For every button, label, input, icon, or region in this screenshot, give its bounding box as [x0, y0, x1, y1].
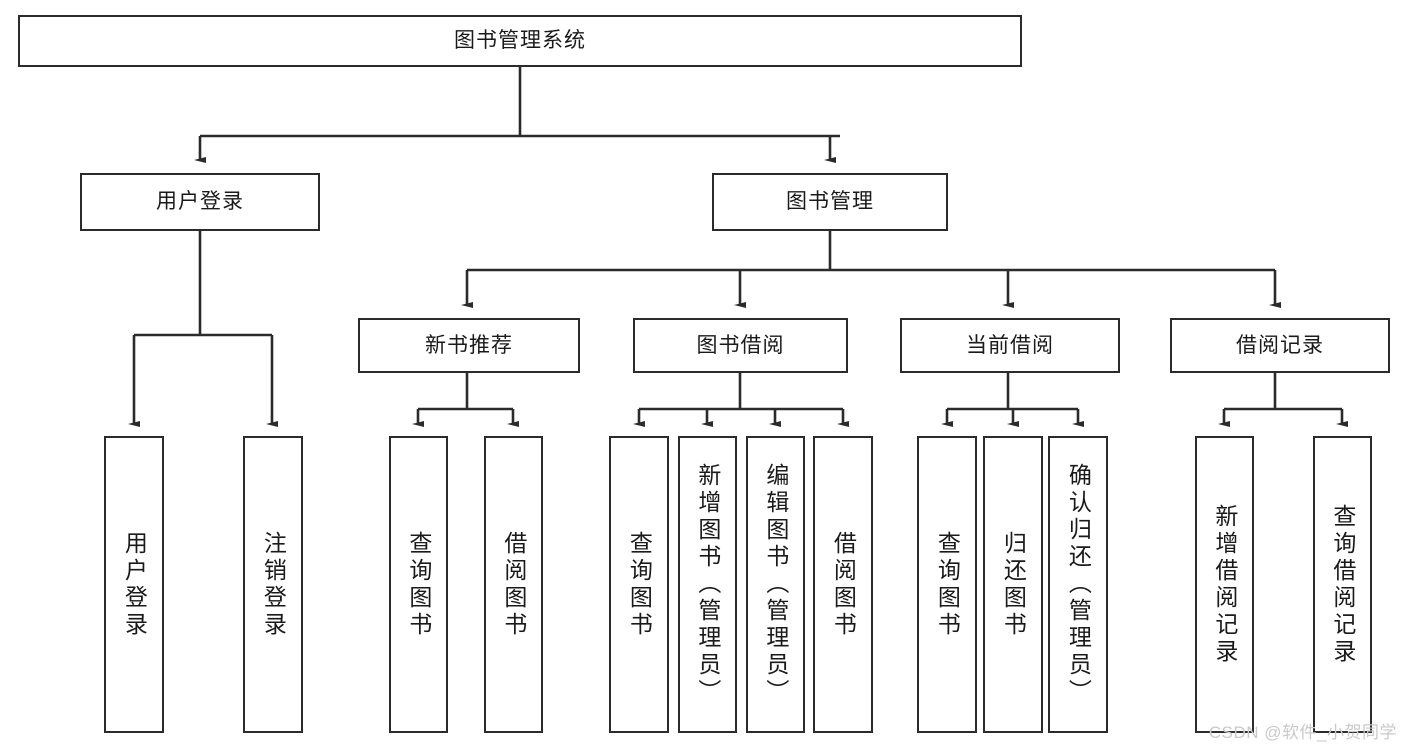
node-label: 新书推荐 — [425, 333, 513, 357]
node-label: 注销登录 — [260, 530, 287, 639]
leaf-add-borrow-record[interactable]: 新增借阅记录 — [1195, 436, 1254, 733]
leaf-add-book-admin[interactable]: 新增图书（管理员） — [678, 436, 737, 733]
node-label: 用户登录 — [156, 190, 244, 214]
node-label: 确认归还（管理员） — [1065, 463, 1092, 706]
node-label: 借阅记录 — [1236, 333, 1324, 357]
leaf-user-login[interactable]: 用户登录 — [104, 436, 164, 733]
node-label: 图书管理系统 — [454, 29, 586, 53]
node-book-borrow[interactable]: 图书借阅 — [633, 318, 848, 373]
node-borrow-record[interactable]: 借阅记录 — [1170, 318, 1390, 373]
node-label: 用户登录 — [121, 530, 148, 639]
leaf-logout[interactable]: 注销登录 — [243, 436, 303, 733]
node-label: 查询借阅记录 — [1329, 503, 1356, 666]
node-label: 图书借阅 — [696, 333, 785, 357]
node-root-library-system[interactable]: 图书管理系统 — [18, 15, 1022, 67]
node-current-borrow[interactable]: 当前借阅 — [900, 318, 1120, 373]
node-label: 新增借阅记录 — [1211, 503, 1238, 666]
node-user-login[interactable]: 用户登录 — [80, 173, 320, 231]
watermark-text: CSDN @软件_小贺同学 — [1208, 723, 1397, 742]
leaf-query-book-recommend[interactable]: 查询图书 — [389, 436, 448, 733]
node-book-management[interactable]: 图书管理 — [712, 173, 948, 231]
node-label: 借阅图书 — [830, 530, 857, 639]
leaf-edit-book-admin[interactable]: 编辑图书（管理员） — [746, 436, 805, 733]
leaf-query-borrow-record[interactable]: 查询借阅记录 — [1313, 436, 1372, 733]
node-label: 图书管理 — [786, 190, 874, 214]
node-label: 当前借阅 — [966, 333, 1054, 357]
leaf-borrow-book[interactable]: 借阅图书 — [813, 436, 873, 733]
node-label: 查询图书 — [626, 530, 653, 639]
node-label: 借阅图书 — [500, 530, 527, 639]
leaf-query-book-current[interactable]: 查询图书 — [917, 436, 977, 733]
leaf-borrow-book-recommend[interactable]: 借阅图书 — [484, 436, 543, 733]
node-label: 新增图书（管理员） — [694, 463, 721, 706]
leaf-return-book[interactable]: 归还图书 — [983, 436, 1043, 733]
leaf-query-book-borrow[interactable]: 查询图书 — [609, 436, 669, 733]
node-label: 查询图书 — [405, 530, 432, 639]
leaf-confirm-return-admin[interactable]: 确认归还（管理员） — [1048, 436, 1108, 733]
node-new-book-recommend[interactable]: 新书推荐 — [358, 318, 580, 373]
node-label: 查询图书 — [934, 530, 961, 639]
node-label: 归还图书 — [1000, 530, 1027, 639]
node-label: 编辑图书（管理员） — [762, 463, 789, 706]
